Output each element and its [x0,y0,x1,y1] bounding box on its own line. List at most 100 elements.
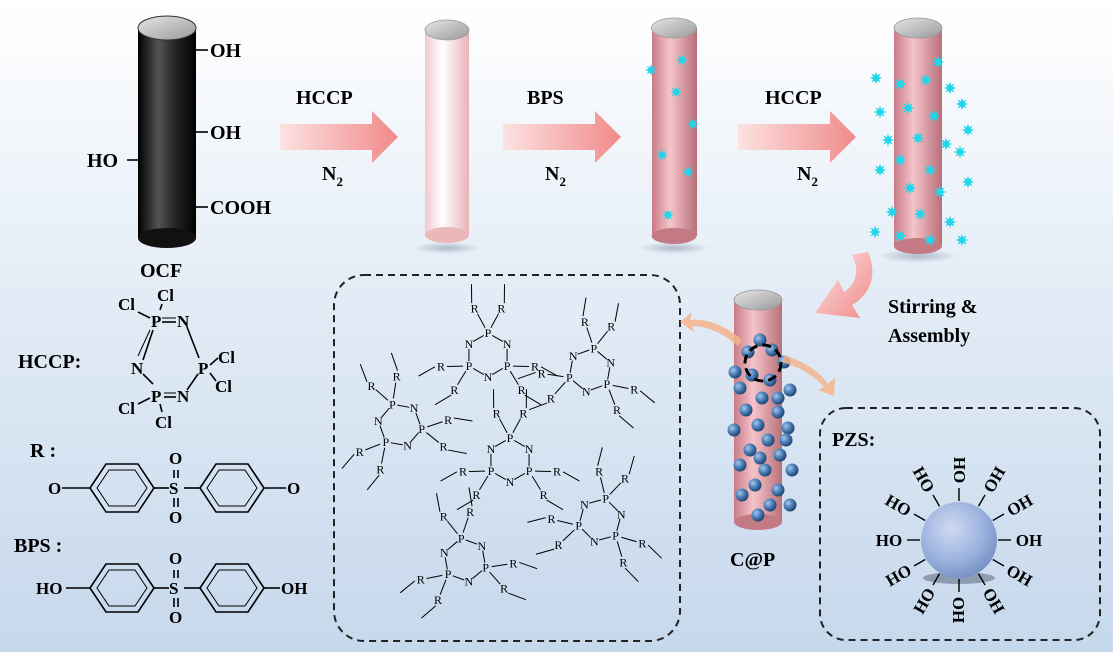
pzs-hydroxyl-label: OH [950,457,969,483]
svg-text:Cl: Cl [218,348,235,367]
svg-text:R: R [519,406,527,420]
svg-text:R: R [493,406,501,420]
pzs-sphere [785,463,799,477]
pzs-sphere [755,391,769,405]
bps-particle [961,175,975,189]
hccp-grafted-fiber [413,19,481,254]
svg-text:R: R [630,383,638,397]
pzs-box [819,407,1101,641]
svg-text:N: N [590,534,599,548]
svg-text:P: P [466,359,473,373]
svg-text:N: N [440,545,449,559]
pzs-particle [921,502,997,584]
svg-text:O: O [169,549,182,568]
svg-text:R: R [531,360,539,374]
svg-text:P: P [458,531,465,545]
pzs-sphere [733,381,747,395]
svg-text:R: R [547,392,555,406]
pzs-sphere [751,418,765,432]
svg-text:P: P [482,561,489,575]
bps-particle [873,105,887,119]
svg-text:O: O [169,508,182,527]
hccp-structure: P N P N P N Cl Cl Cl Cl Cl Cl [118,286,235,432]
svg-text:N: N [131,359,144,378]
svg-text:R: R [638,536,646,550]
svg-text:R: R [518,383,526,397]
svg-text:P: P [445,567,452,581]
svg-text:R: R [548,512,556,526]
legend-bps-label: BPS : [14,535,62,557]
pzs-sphere [728,365,742,379]
bps-particle [645,64,657,76]
bps-particle [961,123,975,137]
pzs-hydroxyl-label: OH [949,597,968,623]
bps-particle [670,86,682,98]
svg-text:P: P [389,397,396,411]
bps-particle [911,131,925,145]
svg-text:P: P [383,435,390,449]
step3-reagent: HCCP [765,87,822,109]
cap-label: C@P [730,549,775,571]
svg-text:O: O [48,479,61,498]
bps-particle [893,77,907,91]
pzs-sphere [771,405,785,419]
svg-text:P: P [418,422,425,436]
reaction-arrow-1 [280,111,398,163]
pzs-sphere [773,448,787,462]
pzs-sphere [763,498,777,512]
pzs-sphere [781,421,795,435]
svg-text:Cl: Cl [155,413,172,432]
bps-particle [869,71,883,85]
bps-grafted-fiber [638,17,710,254]
svg-text:P: P [198,359,208,378]
ocf-label: OCF [140,260,182,282]
bps-particle [943,81,957,95]
bps-particle [939,137,953,151]
bps-particle [955,233,969,247]
svg-text:N: N [177,387,190,406]
bps-particle [682,166,694,178]
bps-particle [881,133,895,147]
bps-particle [923,233,937,247]
zoom-arrow-right [782,355,835,396]
svg-text:R: R [607,319,615,333]
svg-text:P: P [590,341,597,355]
bps-structure: HO S O O OH [36,549,307,627]
bps-particle [873,163,887,177]
pzs-sphere [733,458,747,472]
svg-text:N: N [464,575,473,589]
hccp-bps-fiber [868,17,975,263]
svg-text:N: N [580,497,589,511]
pzs-sphere [758,463,772,477]
svg-text:P: P [526,464,533,478]
assembly-arrow [815,252,873,318]
pzs-sphere [761,433,775,447]
svg-text:R: R [509,556,517,570]
pzs-sphere [771,391,785,405]
svg-text:N: N [582,385,591,399]
ocf-oh-top: OH [210,40,242,62]
pzs-sphere [753,451,767,465]
zoom-arrow-left [680,312,742,346]
svg-text:N: N [484,370,493,384]
svg-text:P: P [151,387,161,406]
step1-reagent: HCCP [296,87,353,109]
pzs-sphere [783,498,797,512]
step2-gas: N2 [545,163,566,189]
svg-text:R: R [471,301,479,315]
assembly-label-2: Assembly [888,325,970,347]
svg-text:Cl: Cl [215,377,232,396]
svg-text:S: S [169,479,178,498]
reaction-arrow-2 [503,111,621,163]
bps-particle [885,205,899,219]
svg-text:Cl: Cl [157,286,174,305]
svg-text:R: R [581,315,589,329]
ocf-ho-left: HO [87,150,118,172]
svg-text:R: R [538,366,546,380]
svg-text:N: N [525,442,534,456]
